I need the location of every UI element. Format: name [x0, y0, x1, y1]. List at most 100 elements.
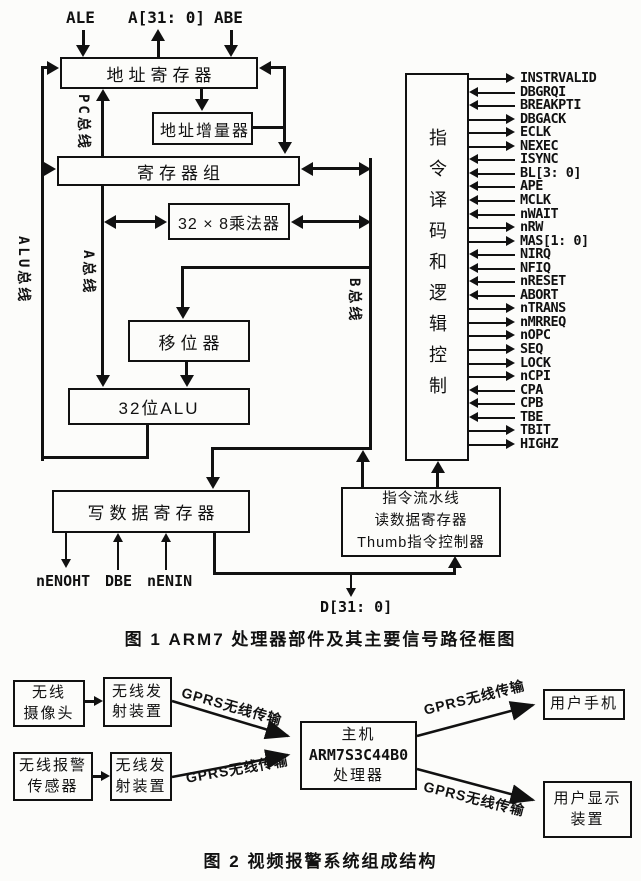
abus-mult-line — [115, 220, 156, 223]
signal-label: TBE — [520, 408, 543, 425]
shifter-box: 移位器 — [128, 320, 250, 362]
nenoht-line — [65, 533, 67, 559]
pipeline-line1: 指令流水线 — [382, 491, 460, 508]
signal-in-arrow — [469, 411, 478, 422]
signal-out-arrow — [506, 371, 515, 382]
signal-line — [469, 430, 506, 433]
signal-label: MAS[1: 0] — [520, 232, 589, 249]
dbe-arrow — [113, 533, 123, 542]
signal-label: DBGRQI — [520, 83, 566, 100]
signal-label: SEQ — [520, 341, 543, 357]
signal-row-nwait: nWAIT — [469, 206, 641, 222]
signal-label: NEXEC — [520, 137, 559, 154]
signal-in-arrow — [469, 154, 478, 165]
alarm-line2: 传感器 — [27, 777, 79, 795]
inc-bus-top-hline — [270, 66, 286, 69]
register-bank-box: 寄存器组 — [57, 156, 300, 186]
abus-mult-right-arrow — [155, 215, 167, 229]
signal-line — [469, 321, 506, 324]
addr-to-inc-line — [200, 89, 203, 100]
alu-bus-line — [41, 66, 44, 461]
signal-line — [478, 416, 515, 419]
signal-out-arrow — [506, 235, 515, 246]
signal-line — [478, 172, 515, 175]
signal-row-ape: APE — [469, 178, 641, 195]
signal-out-arrow — [506, 127, 515, 138]
into-address-register-arrow — [47, 61, 59, 75]
pc-bus-arrow — [96, 89, 110, 101]
write-data-register-box: 写数据寄存器 — [52, 490, 250, 533]
signal-label: HIGHZ — [520, 435, 559, 452]
signal-label: ABORT — [520, 286, 559, 303]
figure1-caption: 图 1 ARM7 处理器部件及其主要信号路径框图 — [124, 630, 517, 649]
signal-row-breakpti: BREAKPTI — [469, 97, 641, 114]
signal-line — [478, 254, 515, 257]
signal-label: APE — [520, 178, 543, 195]
transmitter1-box: 无线发 射装置 — [103, 677, 172, 727]
signal-in-arrow — [469, 86, 478, 97]
thumb-bbus-arrow — [356, 450, 370, 462]
signal-line — [469, 132, 506, 135]
shifter-label: 移位器 — [158, 333, 225, 353]
signal-row-tbe: TBE — [469, 408, 641, 425]
pipeline-line3: Thumb指令控制器 — [357, 534, 485, 551]
camera-box: 无线 摄像头 — [13, 680, 85, 727]
signal-in-arrow — [469, 100, 478, 111]
a-bus-into-alu-arrow — [96, 375, 110, 387]
signal-row-seq: SEQ — [469, 341, 641, 357]
abus-mult-left-arrow — [104, 215, 116, 229]
into-wdr-vline — [211, 447, 214, 478]
signal-out-arrow — [506, 344, 515, 354]
host-line3: 处理器 — [332, 766, 384, 784]
signal-line — [469, 362, 506, 365]
display-line1: 用户显示 — [553, 790, 622, 808]
signal-in-arrow — [469, 181, 478, 192]
multiplier-label: 32 × 8乘法器 — [178, 215, 280, 233]
abe-arrow — [224, 45, 238, 57]
address-register-box: 地址寄存器 — [60, 57, 258, 89]
inc-into-regbank-arrow — [278, 142, 292, 154]
signal-label: NIRQ — [520, 246, 551, 263]
transmitter2-box: 无线发 射装置 — [110, 752, 172, 801]
signal-out-arrow — [506, 330, 515, 341]
camera-tx1-line — [85, 700, 95, 703]
signal-out-arrow — [506, 438, 515, 449]
signal-out-arrow — [506, 316, 515, 327]
shifter-alu-arrow — [180, 375, 194, 387]
signal-line — [478, 91, 515, 94]
signal-row-dbgrqi: DBGRQI — [469, 83, 641, 100]
signal-out-arrow — [506, 222, 515, 233]
inc-right-hline — [253, 126, 285, 129]
d-label-arrow — [346, 588, 356, 597]
signal-in-arrow — [469, 289, 478, 300]
signal-row-mclk: MCLK — [469, 192, 641, 208]
signal-line — [469, 227, 506, 230]
mult-bbus-right-arrow — [359, 215, 371, 229]
alarm-tx2-arrow — [101, 771, 110, 781]
tx2-line1: 无线发 — [115, 757, 167, 775]
into-wdr-arrow — [206, 477, 220, 489]
signal-label: ECLK — [520, 124, 551, 141]
signal-line — [469, 349, 506, 351]
signal-row-nirq: NIRQ — [469, 246, 641, 263]
signal-line — [469, 78, 506, 80]
gprs-label-3: GPRS无线传输 — [422, 677, 527, 718]
abe-label: ABE — [214, 8, 243, 27]
d-bus-hline — [213, 572, 456, 575]
signal-row-ncpi: nCPI — [469, 368, 641, 384]
alu-bus-label: ALU总线 — [15, 236, 31, 305]
abus-arrow — [151, 29, 165, 41]
nenin-label: nENIN — [147, 572, 193, 590]
mult-bbus-line — [302, 220, 360, 223]
signal-label: DBGACK — [520, 110, 566, 127]
signal-label: nMRREQ — [520, 313, 566, 330]
inc-bus-vline — [283, 66, 286, 143]
wdr-dbus-vline — [213, 533, 216, 575]
host-line2: ARM7S3C44B0 — [308, 746, 409, 765]
signal-line — [469, 118, 506, 121]
regbank-bbus-right-arrow — [359, 162, 371, 176]
signal-label: BREAKPTI — [520, 97, 582, 114]
tx1-line2: 射装置 — [111, 703, 163, 720]
signal-row-mas10: MAS[1: 0] — [469, 232, 641, 249]
signal-line — [478, 294, 515, 297]
